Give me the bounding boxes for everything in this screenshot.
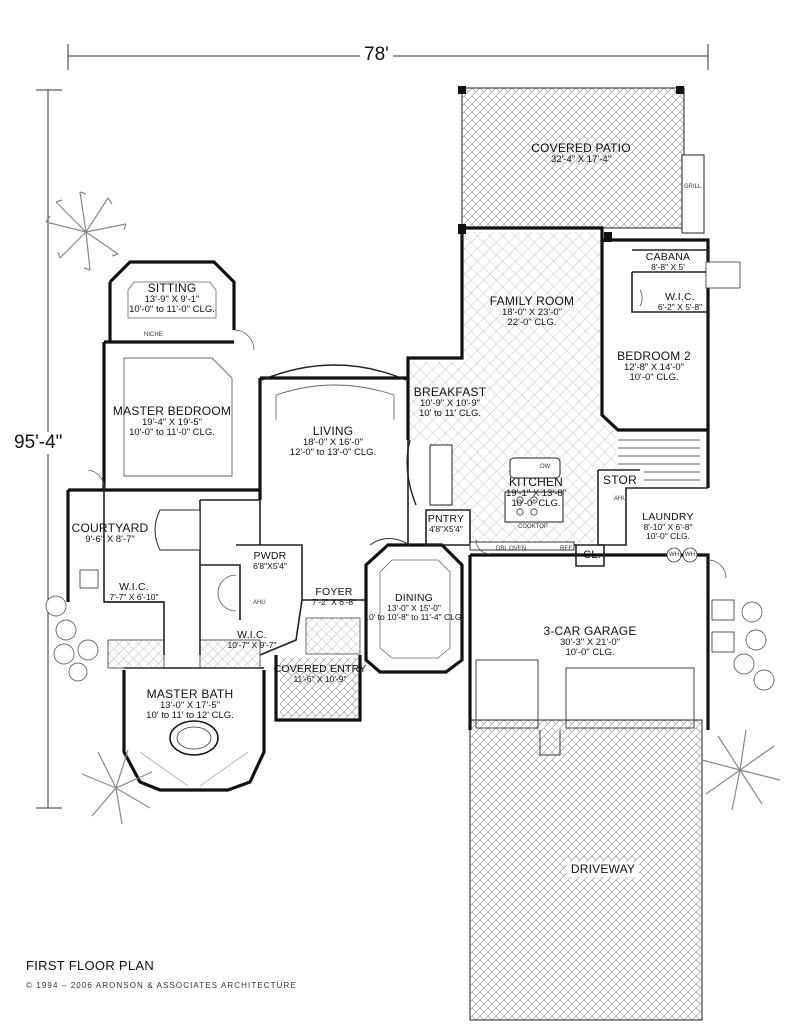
door-swings (87, 289, 727, 612)
grill-label: GRILL (684, 184, 702, 190)
room-label-driveway: DRIVEWAY (566, 862, 640, 877)
water-heater-label-2: WH (685, 552, 695, 558)
closet-label: CL. (583, 549, 601, 561)
room-label-dining: DINING 13'-0" X 15'-0" 10' to 10'-8" to … (364, 592, 464, 622)
room-label-family-room: FAMILY ROOM 18'-0" X 23'-0" 22'-0" CLG. (489, 294, 575, 328)
ahu-label-kitchen: AHU (614, 496, 627, 502)
covered-patio-area (461, 87, 685, 229)
room-label-foyer: FOYER 7'-2" X 6'-8" (311, 586, 357, 608)
exterior-walls (66, 226, 710, 792)
oven-label: OW (540, 464, 551, 470)
room-label-laundry: LAUNDRY 8'-10" X 6'-8" 10'-0" CLG. (642, 511, 694, 541)
room-label-covered-patio: COVERED PATIO 32'-4" X 17'-4" (531, 141, 631, 165)
depth-dimension-label: 95'-4" (14, 432, 63, 454)
room-label-pntry: PNTRY 4'8"X5'4" (427, 513, 465, 535)
room-label-bedroom-2: BEDROOM 2 12'-8" X 14'-0" 10'-0" CLG. (617, 349, 691, 383)
stairs (618, 439, 700, 481)
water-heater-label-1: WH (669, 552, 679, 558)
room-label-wic-left: W.I.C. 7'-7" X 6'-10" (109, 581, 159, 603)
room-label-sitting: SITTING 13'-9" X 9'-1" 10'-0" to 11'-0" … (129, 281, 215, 315)
room-label-wic-upper: W.I.C. 6'-2" X 5'-8" (657, 291, 703, 313)
copyright-notice: © 1994 – 2006 ARONSON & ASSOCIATES ARCHI… (26, 981, 297, 990)
family-kitchen-tile (410, 232, 616, 543)
room-label-pwdr: PWDR 6'8"X5'4" (253, 550, 287, 572)
width-dimension-label: 78' (360, 44, 393, 66)
living-bay-window (261, 364, 407, 381)
room-label-courtyard: COURTYARD 9'-6" X 8'-7" (71, 521, 149, 545)
kitchen-island (509, 457, 561, 479)
room-label-master-bath: MASTER BATH 13'-0" X 17'-5" 10' to 11' t… (146, 687, 234, 721)
room-label-kitchen: KITCHEN 19'-1" X 13'-8" 10'-0" CLG. (505, 475, 567, 509)
covered-entry-pavers (280, 658, 358, 718)
room-label-wic-mid: W.I.C. 10'-7" X 9'-7" (227, 629, 277, 651)
refrigerator-label: REF (560, 546, 572, 552)
cooktop-label: COOKTOP (518, 524, 548, 530)
landscape-shrubs (45, 595, 775, 691)
bathtub (169, 720, 219, 756)
garage-door-outlines (475, 659, 695, 756)
room-label-breakfast: BREAKFAST 10'-9" X 10'-9" 10' to 11' CLG… (413, 385, 487, 419)
room-label-cabana: CABANA 8'-8" X 5' (645, 251, 691, 273)
palm-trees (45, 191, 781, 825)
room-label-covered-entry: COVERED ENTRY 11'-6" X 10'-9" (273, 663, 367, 685)
room-label-stor: STOR (603, 473, 637, 487)
room-label-living: LIVING 18'-0" X 16'-0" 12'-0" to 13'-0" … (289, 424, 377, 458)
room-label-master-bedroom: MASTER BEDROOM 19'-4" X 19'-5" 10'-0" to… (112, 404, 232, 438)
ahu-label-wic: AHU (253, 600, 266, 606)
double-oven-label: DBL OVEN (496, 546, 527, 552)
plan-title: FIRST FLOOR PLAN (26, 958, 155, 973)
niche-label: NICHE (144, 332, 163, 338)
room-label-garage: 3-CAR GARAGE 30'-3" X 21'-0" 10'-0" CLG. (543, 624, 637, 658)
